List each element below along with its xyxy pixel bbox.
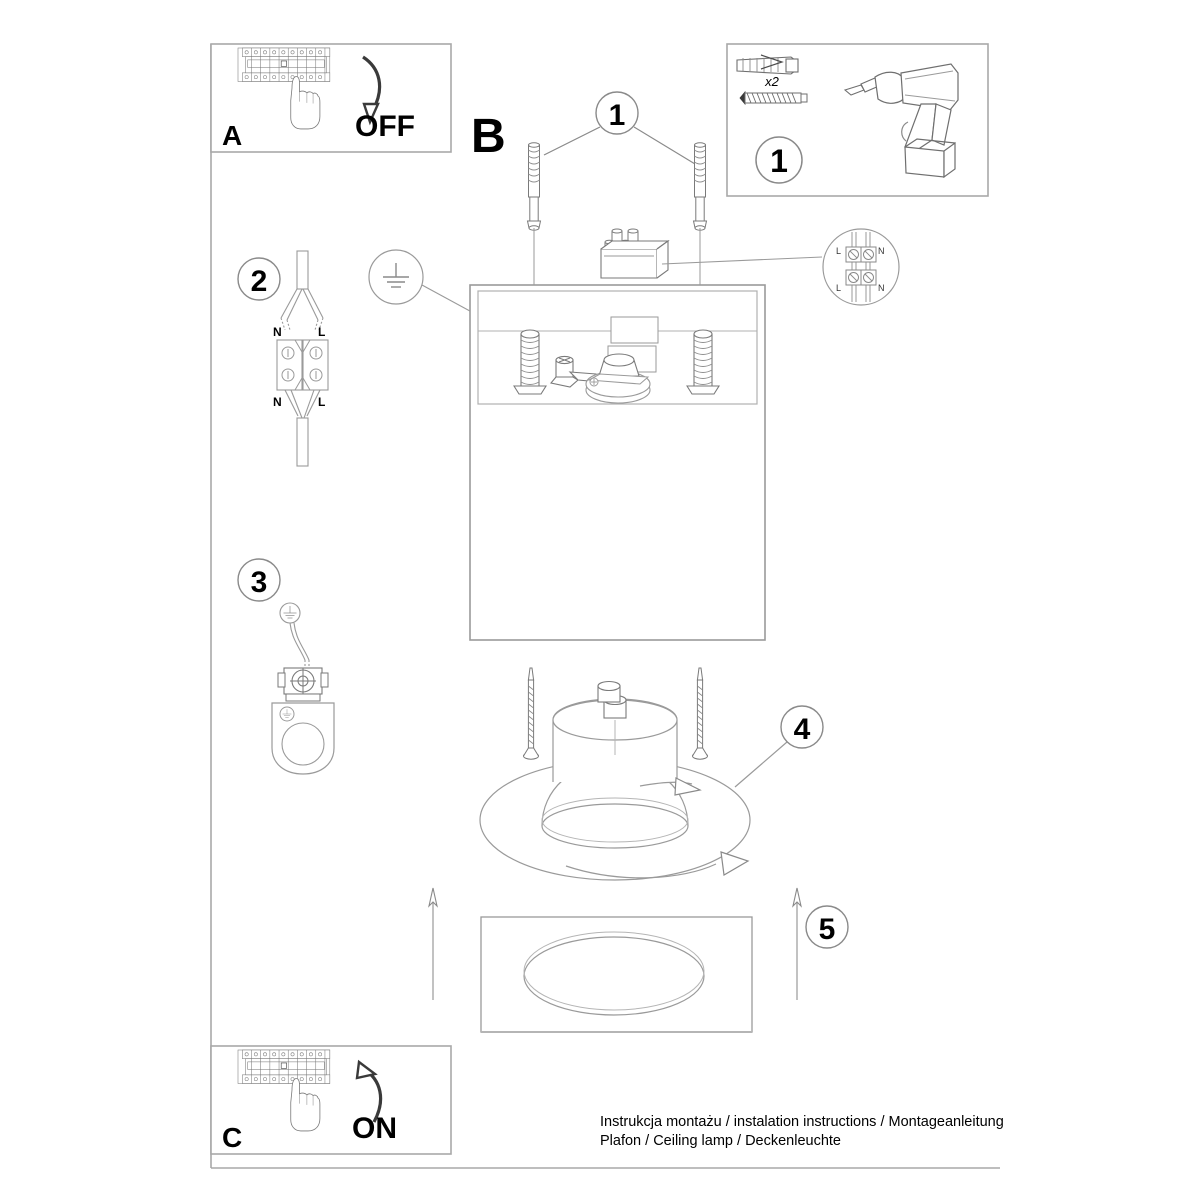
callout-step-3-circle xyxy=(237,558,281,602)
callout-step-1-assembly-label: 1 xyxy=(609,99,626,132)
push-up-arrow-left xyxy=(428,887,438,1000)
circuit-breaker-panel-icon xyxy=(237,47,331,82)
mounting-stud-right xyxy=(693,142,707,231)
earth-wire xyxy=(289,622,310,668)
diffuser-cover xyxy=(480,916,753,1033)
curved-arrow-up-icon xyxy=(355,1059,383,1123)
wiring-label-l-bottom: L xyxy=(318,395,325,409)
callout-step-1-assembly: 1 xyxy=(543,91,701,168)
wiring-terminal-block xyxy=(276,339,329,391)
lamp-body-box xyxy=(469,284,766,641)
rotation-arrow-upper xyxy=(639,777,702,796)
panel-b-letter: B xyxy=(471,110,506,163)
panel-c: C ON xyxy=(210,1045,452,1155)
circuit-breaker-panel-icon-c xyxy=(237,1049,331,1084)
leader-terminal-detail xyxy=(661,256,823,265)
callout-step-3-label: 3 xyxy=(251,566,268,599)
earth-ground-symbol-small xyxy=(279,602,301,624)
bracket-screw xyxy=(277,667,329,702)
step-5-group: 5 xyxy=(428,887,849,1033)
cable-bottom xyxy=(284,389,321,467)
terminal-detail-label-br: N xyxy=(878,283,885,293)
panel-c-letter: C xyxy=(222,1122,242,1153)
terminal-detail-label-tr: N xyxy=(878,246,885,256)
callout-step-2-circle xyxy=(237,257,281,301)
step-2-group: 2 xyxy=(237,250,329,467)
panel-a-letter: A xyxy=(222,120,242,151)
parts-quantity-label: x2 xyxy=(764,74,780,89)
lamp-socket-assembly xyxy=(585,353,651,404)
callout-step-5-label: 5 xyxy=(819,913,836,946)
wiring-label-n-bottom: N xyxy=(273,395,282,409)
footer-line-2: Plafon / Ceiling lamp / Deckenleuchte xyxy=(600,1133,841,1149)
sheet-frame xyxy=(210,44,1000,1169)
panel-a-action-label: OFF xyxy=(355,110,415,143)
gu10-bulb xyxy=(541,680,689,849)
curved-arrow-down-icon xyxy=(362,55,382,126)
wiring-label-n-top: N xyxy=(273,325,282,339)
callout-step-4-circle xyxy=(780,705,824,749)
fixing-screw-right xyxy=(692,667,708,760)
callout-step-1-parts: 1 xyxy=(755,136,803,184)
cable-top xyxy=(280,250,324,331)
wall-plug-icon xyxy=(736,54,799,75)
footer-line-1: Instrukcja montażu / instalation instruc… xyxy=(600,1114,1004,1130)
wiring-label-l-top: L xyxy=(318,325,325,339)
terminal-block-connector xyxy=(600,228,670,279)
callout-step-2-label: 2 xyxy=(251,265,268,298)
callout-step-4-label: 4 xyxy=(794,713,811,746)
terminal-detail-circle: L N L N xyxy=(822,228,900,306)
terminal-detail-label-tl: L xyxy=(836,246,841,256)
earth-symbol-circle xyxy=(368,249,424,305)
callout-step-5-circle xyxy=(805,905,849,949)
mounting-stud-left xyxy=(527,142,541,231)
screw-icon xyxy=(739,90,808,106)
panel-c-action-label: ON xyxy=(352,1112,397,1145)
fixing-screw-left xyxy=(523,667,539,760)
callout-step-1-parts-label: 1 xyxy=(770,143,788,179)
panel-parts-step1: x2 1 xyxy=(726,43,989,197)
rotation-arrow-lower xyxy=(565,851,750,879)
leader-step-4 xyxy=(734,741,788,788)
bracket-body xyxy=(271,702,335,775)
power-drill-icon xyxy=(843,63,959,179)
panel-a: A OFF xyxy=(210,43,452,153)
push-up-arrow-right xyxy=(792,887,802,1000)
step-3-group: 3 xyxy=(237,558,335,775)
terminal-detail-label-bl: L xyxy=(836,283,841,293)
step-4-group: 4 xyxy=(479,667,824,881)
